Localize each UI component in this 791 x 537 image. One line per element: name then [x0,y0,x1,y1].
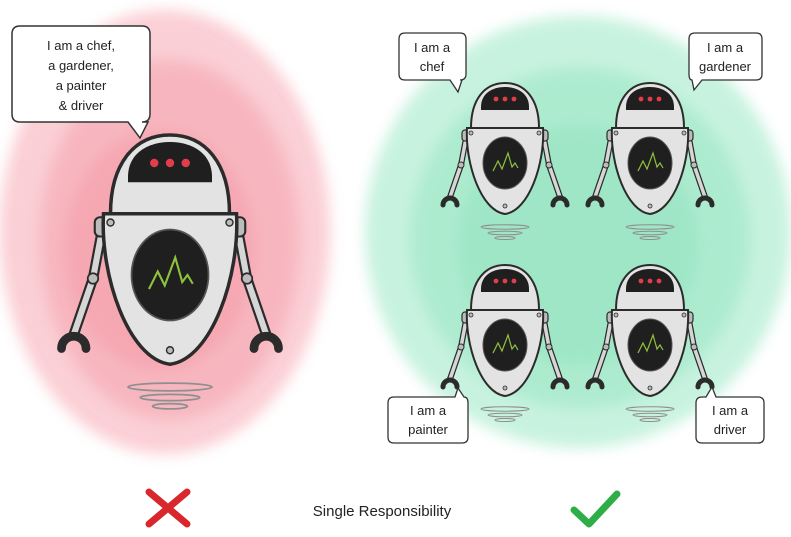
bubble-line: I am a [410,403,447,418]
bubble-line: painter [408,422,448,437]
gardener-speech-bubble: I am a gardener [688,32,763,92]
bubble-line: gardener [699,59,752,74]
bubble-line: I am a [414,40,451,55]
bubble-line: & driver [59,98,104,113]
bubble-line: driver [714,422,747,437]
bubble-line: a painter [56,78,107,93]
driver-speech-bubble: I am a driver [695,385,765,444]
caption-title: Single Responsibility [313,503,452,520]
bubble-line: chef [420,59,445,74]
bubble-line: I am a [707,40,744,55]
multi-role-speech-bubble: I am a chef, a gardener, a painter & dri… [11,25,151,140]
painter-speech-bubble: I am a painter [387,386,469,444]
chef-speech-bubble: I am a chef [398,32,467,94]
bubble-line: I am a chef, [47,38,115,53]
cross-icon [145,488,191,528]
check-icon [570,490,621,528]
bubble-line: a gardener, [48,58,114,73]
bubble-line: I am a [712,403,749,418]
right-background-blob [365,16,791,448]
